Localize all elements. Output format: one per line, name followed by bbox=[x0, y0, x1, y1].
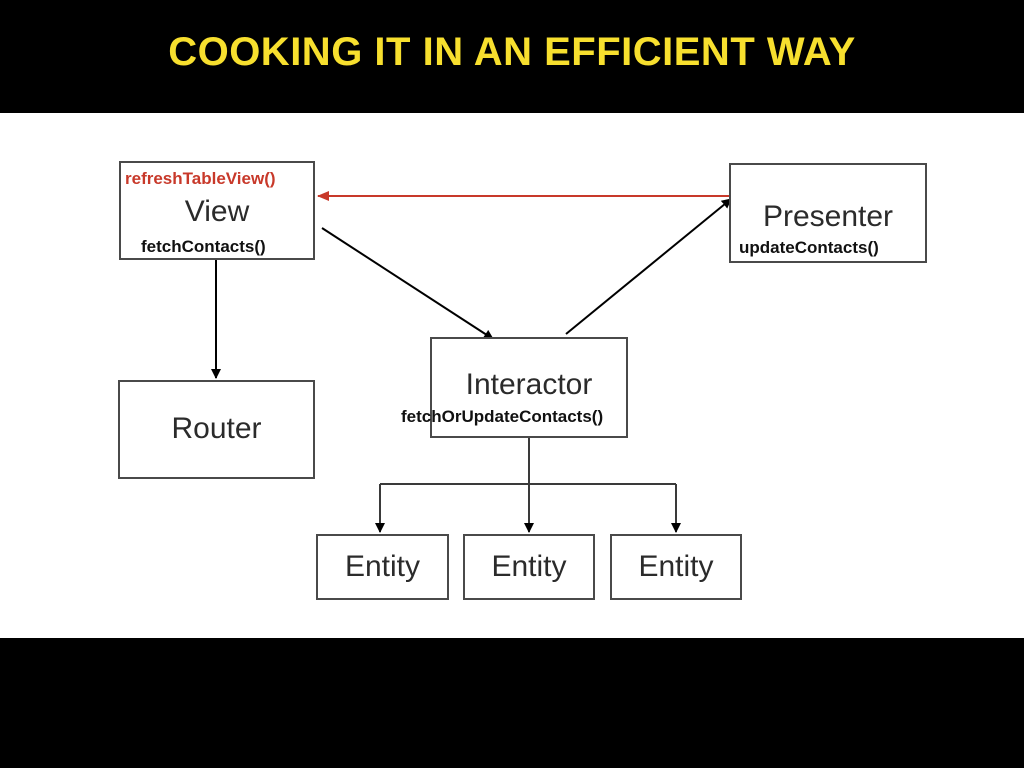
interactor-box: Interactor bbox=[430, 337, 628, 438]
slide-title: COOKING IT IN AN EFFICIENT WAY bbox=[168, 30, 856, 74]
router-label: Router bbox=[171, 412, 262, 445]
presenter-box: Presenter bbox=[729, 163, 927, 263]
connection-arrows bbox=[211, 191, 735, 533]
presenter-update-method: updateContacts() bbox=[739, 238, 879, 257]
view-refresh-method: refreshTableView() bbox=[125, 169, 276, 188]
entity-box-3: Entity bbox=[610, 534, 742, 600]
interactor-label: Interactor bbox=[465, 368, 593, 401]
entity-box-2: Entity bbox=[463, 534, 595, 600]
presenter-label: Presenter bbox=[762, 200, 894, 233]
entity-label-3: Entity bbox=[638, 550, 714, 583]
diagram-canvas: View refreshTableView() fetchContacts() … bbox=[0, 113, 1024, 638]
arrow-view-to-interactor bbox=[321, 227, 494, 340]
entity-label-1: Entity bbox=[344, 550, 421, 583]
router-box: Router bbox=[118, 380, 315, 479]
interactor-method: fetchOrUpdateContacts() bbox=[401, 407, 604, 426]
entity-label-2: Entity bbox=[491, 550, 567, 583]
view-fetch-method: fetchContacts() bbox=[141, 237, 266, 256]
view-box: View bbox=[119, 161, 315, 260]
arrow-interactor-to-presenter bbox=[565, 198, 732, 335]
entity-box-1: Entity bbox=[316, 534, 449, 600]
view-label: View bbox=[184, 195, 250, 228]
